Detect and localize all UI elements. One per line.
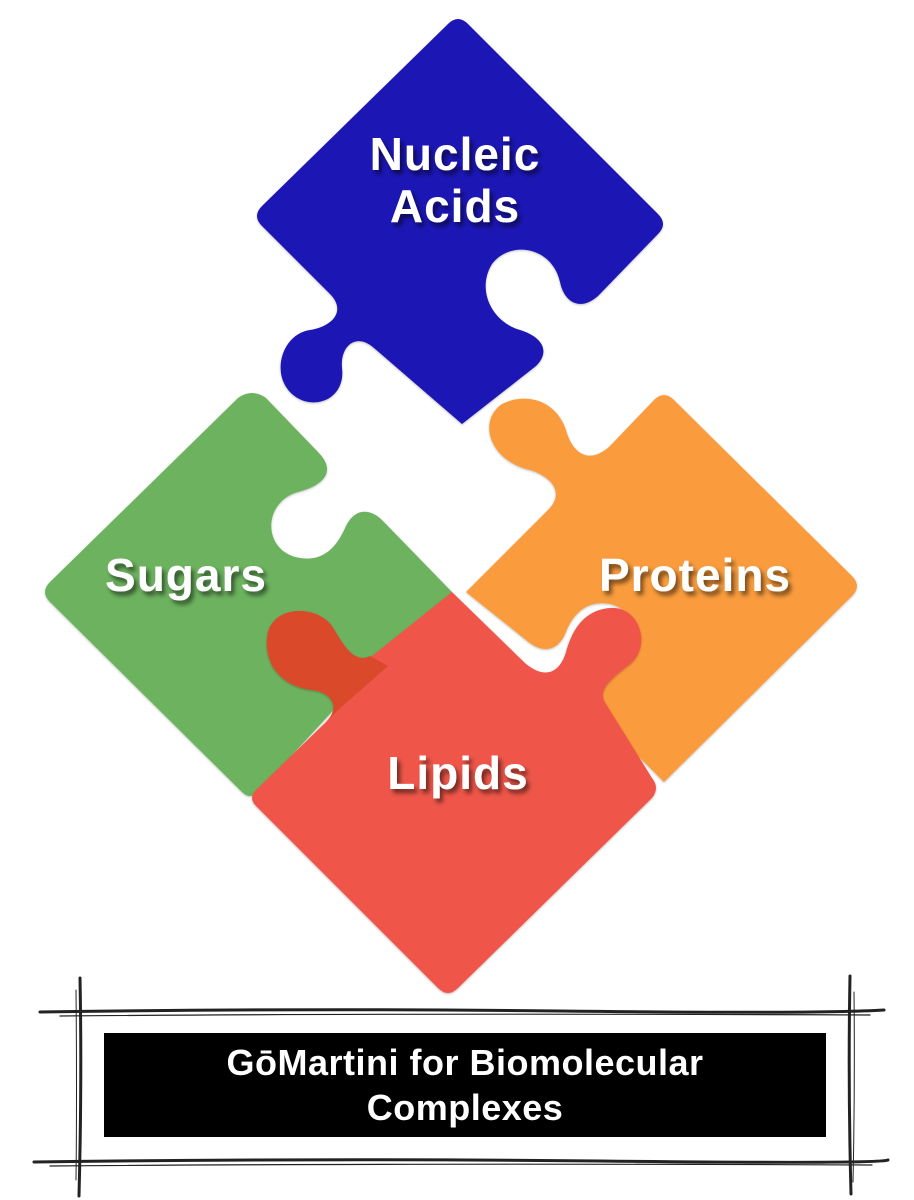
sugars-label: Sugars: [105, 549, 267, 601]
frame-line-bottom-2: [49, 1163, 873, 1167]
nucleic-acids-label-line1: Nucleic: [370, 128, 541, 180]
frame-line-right-2: [852, 991, 855, 1183]
lipids-knob: [266, 610, 388, 722]
frame-line-right: [847, 974, 853, 1196]
nucleic-acids-piece-shape: [257, 19, 663, 424]
sugars-piece-shape: [45, 393, 452, 796]
frame-line-top: [38, 1008, 886, 1014]
banner-title-line1: GōMartini for Biomolecular: [226, 1042, 703, 1083]
nucleic-acids-label-line2: Acids: [390, 180, 520, 232]
frame-line-left-2: [75, 989, 77, 1181]
proteins-label: Proteins: [599, 549, 791, 601]
frame-line-left: [77, 976, 83, 1198]
nucleic-acids-piece: [257, 19, 663, 424]
lipids-piece: [252, 592, 656, 993]
banner-background: [104, 1033, 826, 1137]
lipids-label: Lipids: [387, 747, 528, 799]
proteins-piece-shape: [466, 395, 857, 782]
banner-frame: [32, 974, 890, 1198]
sugars-piece: [45, 393, 452, 796]
frame-line-top-2: [59, 1013, 871, 1017]
banner-title-line2: Complexes: [367, 1087, 564, 1128]
proteins-piece: [466, 395, 857, 782]
frame-line-bottom: [32, 1158, 890, 1164]
